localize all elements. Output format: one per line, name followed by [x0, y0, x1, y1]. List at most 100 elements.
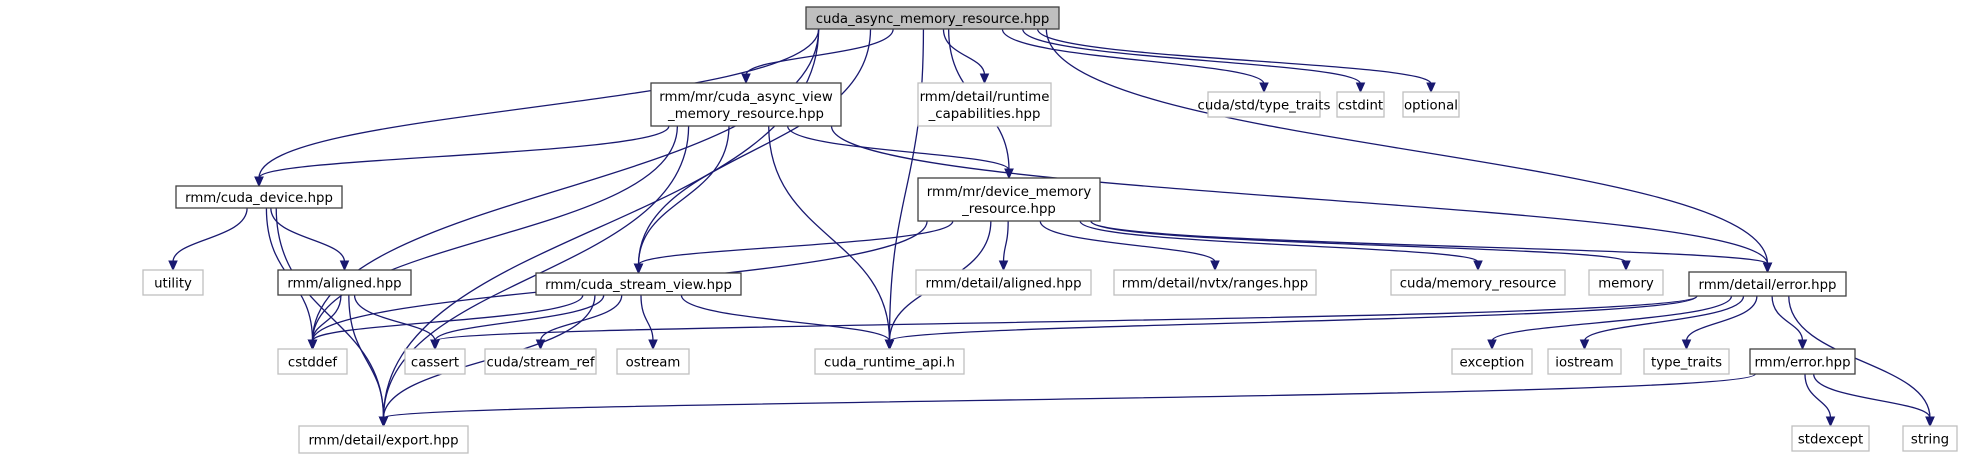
- node-device-mr[interactable]: rmm/mr/device_memory_resource.hpp: [917, 177, 1101, 222]
- arrowhead-icon: [430, 339, 440, 351]
- edge-line: [348, 294, 385, 419]
- node-async-view[interactable]: rmm/mr/cuda_async_view_memory_resource.h…: [650, 82, 842, 127]
- node-box: [915, 269, 1092, 296]
- node-stdexcept: stdexcept: [1791, 425, 1870, 452]
- node-label: rmm/detail/aligned.hpp: [925, 277, 1081, 292]
- edge-line: [311, 294, 342, 342]
- edge-cuda-device-to-aligned: [270, 207, 350, 272]
- edge-line: [258, 125, 670, 179]
- node-label: rmm/detail/nvtx/ranges.hpp: [1122, 277, 1308, 292]
- node-box: [298, 425, 469, 454]
- arrowhead-icon: [998, 260, 1009, 272]
- node-aligned[interactable]: rmm/aligned.hpp: [277, 269, 412, 296]
- edge-detail-error-to-runtime-api: [884, 295, 1698, 351]
- edge-line: [1090, 220, 1627, 263]
- nodes-layer: cuda_async_memory_resource.hpp rmm/mr/cud…: [142, 6, 1958, 454]
- arrowhead-icon: [1355, 82, 1366, 94]
- edge-line: [382, 373, 1756, 419]
- node-box: [1588, 269, 1664, 296]
- node-iostream: iostream: [1547, 348, 1622, 375]
- node-label: iostream: [1555, 356, 1613, 371]
- edge-rmm-error-to-export: [378, 373, 1756, 428]
- node-box: [616, 348, 690, 375]
- edge-detail-error-to-cassert: [430, 295, 1698, 351]
- arrowhead-icon: [979, 73, 990, 85]
- edge-aligned-to-cassert: [353, 294, 440, 351]
- arrowhead-icon: [378, 416, 389, 428]
- node-box: [142, 269, 204, 296]
- edge-line: [1036, 28, 1432, 85]
- edge-async-view-to-stream-view: [633, 125, 730, 275]
- edge-line: [434, 295, 1698, 342]
- node-box: [484, 348, 597, 375]
- edge-stream-view-to-stream-ref: [535, 294, 623, 351]
- arrowhead-icon: [339, 260, 350, 272]
- node-nvtx: rmm/detail/nvtx/ranges.hpp: [1113, 269, 1317, 296]
- node-ostream: ostream: [616, 348, 690, 375]
- node-label: rmm/detail/export.hpp: [308, 434, 458, 449]
- edge-line: [311, 294, 584, 342]
- edge-detail-error-to-type-traits: [1681, 295, 1758, 351]
- node-cuda-device[interactable]: rmm/cuda_device.hpp: [175, 185, 343, 209]
- edge-stream-view-to-ostream: [640, 294, 658, 351]
- node-label: cstdint: [1338, 99, 1383, 114]
- node-stream-view[interactable]: rmm/cuda_stream_view.hpp: [535, 272, 742, 296]
- node-box: [805, 6, 1060, 30]
- edge-detail-error-to-exception: [1487, 295, 1733, 351]
- edge-root-to-runtime-cap: [942, 28, 990, 85]
- node-box: [1688, 271, 1847, 297]
- node-export: rmm/detail/export.hpp: [298, 425, 469, 454]
- arrowhead-icon: [1259, 82, 1269, 94]
- node-box: [1390, 269, 1566, 296]
- edge-root-to-std-type-traits: [1001, 28, 1269, 94]
- arrowhead-icon: [741, 73, 751, 85]
- edge-device-mr-to-memory: [1090, 220, 1631, 272]
- node-label: exception: [1460, 356, 1525, 371]
- arrowhead-icon: [1825, 416, 1836, 428]
- arrowhead-icon: [1579, 339, 1590, 351]
- node-root[interactable]: cuda_async_memory_resource.hpp: [805, 6, 1060, 30]
- edge-line: [680, 294, 891, 342]
- edge-stream-view-to-runtime-api: [680, 294, 895, 351]
- node-cstddef: cstddef: [277, 348, 348, 375]
- node-label: _resource.hpp: [961, 202, 1056, 217]
- edge-line: [434, 294, 605, 342]
- edge-device-mr-to-memory-resource: [1079, 220, 1483, 272]
- edge-line: [637, 28, 872, 266]
- node-box: [1451, 348, 1533, 375]
- edge-device-mr-to-detail-aligned: [998, 220, 1009, 272]
- arrowhead-icon: [1797, 339, 1808, 351]
- arrowhead-icon: [1762, 262, 1773, 274]
- node-runtime-api: cuda_runtime_api.h: [814, 348, 965, 375]
- edge-line: [311, 125, 679, 342]
- node-label: cuda_async_memory_resource.hpp: [816, 12, 1050, 27]
- edge-root-to-optional: [1036, 28, 1436, 94]
- edge-detail-error-to-rmm-error: [1771, 295, 1808, 351]
- node-box: [1336, 91, 1385, 118]
- arrowhead-icon: [1210, 260, 1220, 272]
- edge-device-mr-to-stream-view: [633, 220, 954, 275]
- node-utility: utility: [142, 269, 204, 296]
- edge-line: [1685, 295, 1758, 342]
- edge-line: [1771, 295, 1804, 342]
- edge-line: [745, 28, 894, 76]
- node-box: [1643, 348, 1730, 375]
- arrowhead-icon: [1925, 416, 1935, 428]
- edge-detail-error-to-iostream: [1579, 295, 1745, 351]
- node-string: string: [1902, 425, 1958, 452]
- edge-line: [640, 294, 654, 342]
- node-box: [1207, 91, 1321, 118]
- node-label: utility: [154, 277, 192, 292]
- node-detail-error[interactable]: rmm/detail/error.hpp: [1688, 271, 1847, 297]
- node-label: cuda/memory_resource: [1400, 277, 1557, 292]
- edge-rmm-error-to-string: [1813, 373, 1935, 428]
- edge-line: [637, 125, 730, 266]
- node-rmm-error[interactable]: rmm/error.hpp: [1749, 348, 1856, 375]
- edge-line: [1039, 220, 1216, 263]
- node-label: cuda/std/type_traits: [1198, 99, 1331, 114]
- node-box: [1547, 348, 1622, 375]
- node-cstdint: cstdint: [1336, 91, 1385, 118]
- arrowhead-icon: [633, 263, 644, 275]
- node-label: cuda/stream_ref: [486, 356, 594, 371]
- node-box: [917, 82, 1052, 127]
